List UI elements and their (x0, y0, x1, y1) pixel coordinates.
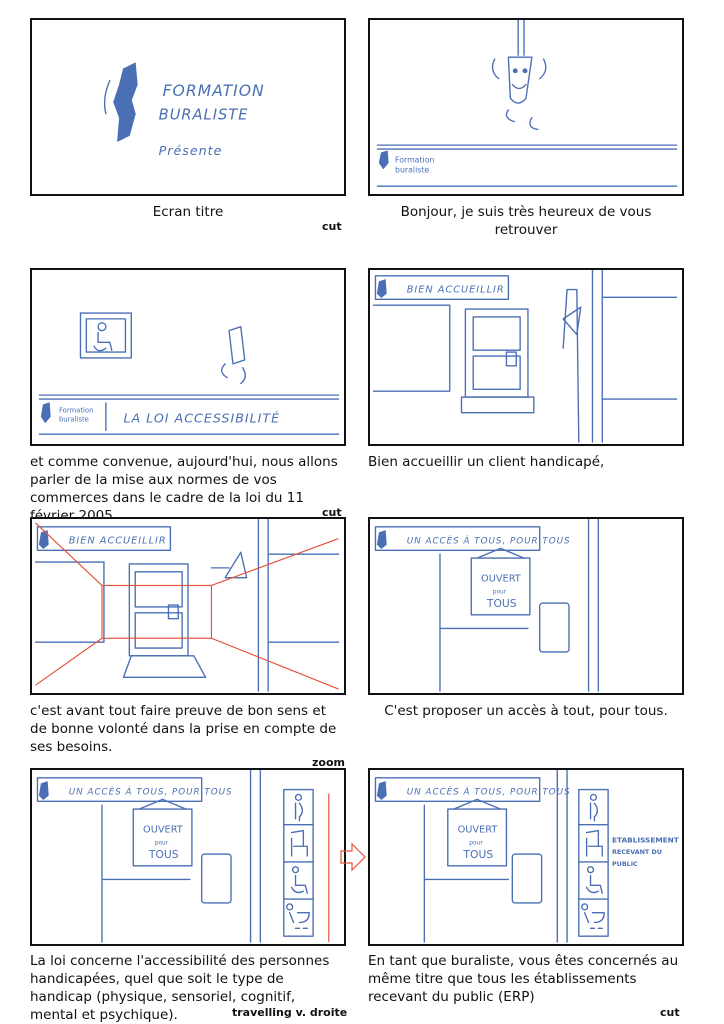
title-line-2: BURALISTE (159, 107, 249, 124)
banner-text: UN ACCÈS À TOUS, POUR TOUS (69, 785, 233, 797)
sign-line-2: pour (155, 840, 169, 846)
panel-1: FORMATION BURALISTE Présente (30, 18, 346, 196)
banner-text: UN ACCÈS À TOUS, POUR TOUS (407, 534, 571, 546)
erp-line-2: RECEVANT DU (612, 849, 662, 856)
panel-3: Formation buraliste LA LOI ACCESSIBILITÉ (30, 268, 346, 446)
banner-text: LA LOI ACCESSIBILITÉ (123, 410, 280, 425)
transition-1: cut (322, 220, 342, 233)
erp-sketch: UN ACCÈS À TOUS, POUR TOUS OUVERT pour T… (374, 770, 679, 943)
logo-text-1: Formation (395, 156, 434, 165)
sign-line-3: TOUS (148, 848, 179, 861)
pictogram-column (283, 788, 314, 937)
transition-5: zoom (312, 756, 345, 769)
panel-5: BIEN ACCUEILLIR (30, 517, 346, 695)
caption-7: La loi concerne l'accessibilité des pers… (30, 953, 330, 1023)
sign-line-3: TOUS (486, 597, 517, 610)
travelling-arrow (340, 842, 366, 872)
law-sketch: Formation buraliste LA LOI ACCESSIBILITÉ (38, 312, 340, 435)
stroller-icon (581, 903, 589, 911)
elderly-icon (585, 829, 603, 857)
pictograms-sketch: UN ACCÈS À TOUS, POUR TOUS OUVERT pour T… (36, 770, 330, 943)
zoom-sketch: BIEN ACCUEILLIR (34, 519, 340, 692)
title-line-1: FORMATION (163, 81, 265, 100)
logo-text-2: buraliste (59, 416, 89, 424)
banner-box (374, 275, 510, 301)
wheelchair-icon (586, 866, 595, 874)
erp-line-1: ETABLISSEMENT (612, 835, 679, 844)
zoom-frame (101, 584, 213, 639)
wheelchair-icon (291, 866, 300, 874)
pregnant-icon (294, 793, 303, 801)
open-sign-sketch: UN ACCÈS À TOUS, POUR TOUS OUVERT pour T… (374, 519, 600, 692)
title-sketch: FORMATION BURALISTE Présente (103, 62, 265, 158)
caption-5: c'est avant tout faire preuve de bon sen… (30, 703, 337, 755)
sign-line-1: OUVERT (481, 574, 521, 585)
panel-6: UN ACCÈS À TOUS, POUR TOUS OUVERT pour T… (368, 517, 684, 695)
logo-mark (113, 62, 138, 143)
door-handle-plate (539, 602, 570, 653)
transition-7: travelling v. droite (232, 1006, 348, 1019)
caption-1: Ecran titre (152, 204, 224, 220)
pregnant-icon (589, 793, 598, 801)
panel-4: BIEN ACCUEILLIR (368, 268, 684, 446)
wheelchair-icon (97, 322, 107, 332)
panel-2: Formation buraliste (368, 18, 684, 196)
banner-text: UN ACCÈS À TOUS, POUR TOUS (407, 785, 571, 797)
logo-text-2: buraliste (395, 165, 429, 174)
title-sub: Présente (159, 143, 223, 158)
banner-text: BIEN ACCUEILLIR (407, 284, 505, 295)
sign-line-1: OUVERT (458, 825, 498, 836)
open-sign (470, 557, 531, 616)
panel-8: UN ACCÈS À TOUS, POUR TOUS OUVERT pour T… (368, 768, 684, 946)
transition-3: cut (322, 506, 342, 519)
transition-8: cut (660, 1006, 680, 1019)
shop-door-sketch: BIEN ACCUEILLIR (372, 270, 678, 443)
caption-2: Bonjour, je suis très heureux de vous re… (400, 204, 652, 238)
sign-line-2: pour (493, 589, 507, 595)
caption-3: et comme convenue, aujourd'hui, nous all… (30, 454, 338, 524)
sign-line-2: pour (469, 840, 483, 846)
stroller-icon (286, 903, 294, 911)
character-sketch: Formation buraliste (376, 20, 678, 187)
caption-6: C'est proposer un accès à tout, pour tou… (384, 703, 668, 719)
wheelchair-sign (79, 312, 132, 359)
banner-text: BIEN ACCUEILLIR (69, 535, 167, 546)
panel-7: UN ACCÈS À TOUS, POUR TOUS OUVERT pour T… (30, 768, 346, 946)
sign-line-1: OUVERT (143, 825, 183, 836)
erp-line-3: PUBLIC (612, 861, 638, 868)
caption-8: En tant que buraliste, vous êtes concern… (368, 953, 679, 1005)
caption-4: Bien accueillir un client handicapé, (368, 454, 605, 470)
lamp (562, 306, 582, 336)
logo-text-1: Formation (59, 407, 93, 415)
elderly-icon (290, 829, 308, 857)
sign-line-3: TOUS (462, 848, 493, 861)
